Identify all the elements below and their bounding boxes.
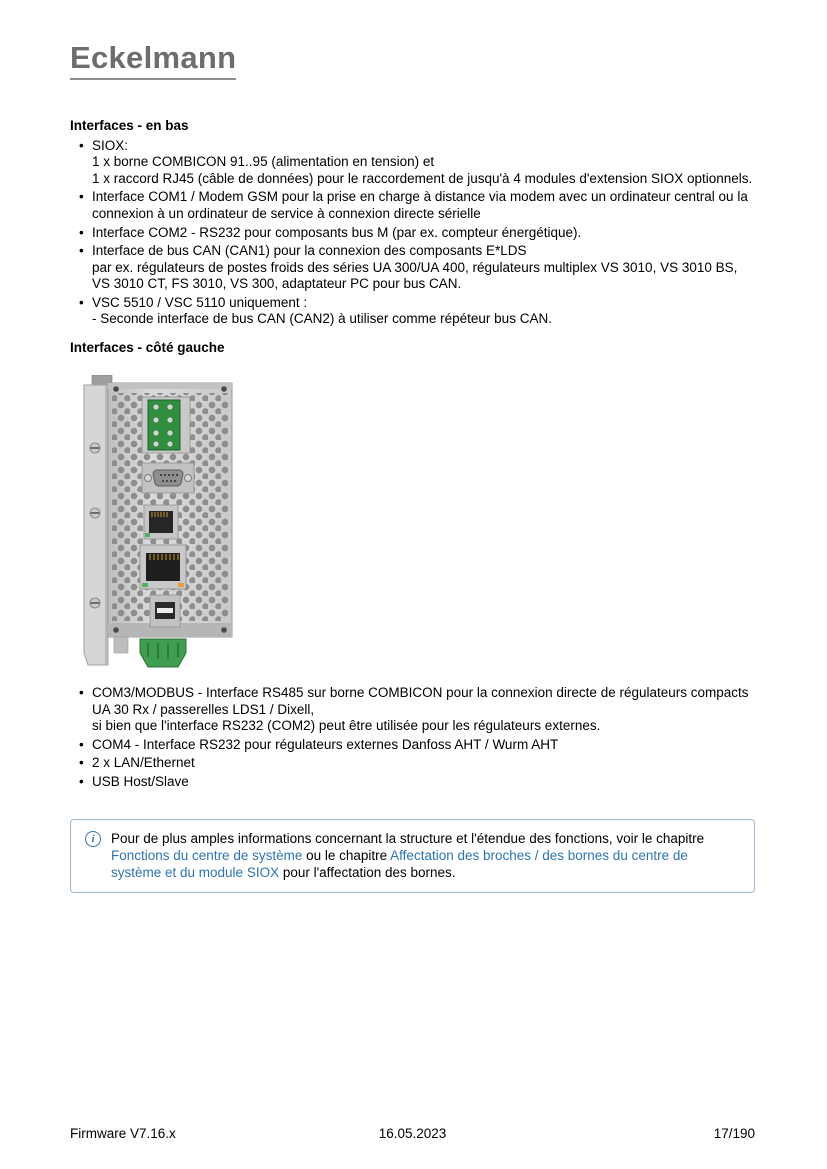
interfaces-left-list: COM3/MODBUS - Interface RS485 sur borne … — [70, 685, 755, 791]
list-item: Interface COM2 - RS232 pour composants b… — [70, 225, 755, 242]
heading-interfaces-left: Interfaces - côté gauche — [70, 340, 225, 356]
list-item: COM3/MODBUS - Interface RS485 sur borne … — [70, 685, 755, 735]
list-item: 2 x LAN/Ethernet — [70, 755, 755, 772]
eckelmann-logo: Eckelmann — [70, 41, 237, 80]
interfaces-bottom-list: SIOX: 1 x borne COMBICON 91..95 (aliment… — [70, 138, 755, 329]
page-footer: Firmware V7.16.x 16.05.2023 17/190 — [70, 1126, 755, 1141]
list-item: COM4 - Interface RS232 pour régulateurs … — [70, 737, 755, 754]
list-item: VSC 5510 / VSC 5110 uniquement : - Secon… — [70, 295, 755, 328]
info-text-part: Pour de plus amples informations concern… — [111, 830, 705, 846]
footer-firmware-version: Firmware V7.16.x — [70, 1126, 176, 1141]
list-item: USB Host/Slave — [70, 774, 755, 791]
info-box: i Pour de plus amples informations conce… — [70, 818, 755, 893]
info-icon: i — [85, 830, 101, 847]
info-box-text: Pour de plus amples informations concern… — [111, 830, 740, 881]
list-item: Interface COM1 / Modem GSM pour la prise… — [70, 189, 755, 222]
list-item: Interface de bus CAN (CAN1) pour la conn… — [70, 243, 755, 293]
footer-date: 16.05.2023 — [378, 1126, 447, 1141]
info-text-part: pour l'affectation des bornes. — [279, 864, 456, 880]
link-fonctions-centre-systeme[interactable]: Fonctions du centre de système — [111, 847, 303, 863]
link-affectation-broches-bornes[interactable]: Affectation des broches / des bornes du … — [111, 847, 688, 880]
list-item: SIOX: 1 x borne COMBICON 91..95 (aliment… — [70, 138, 755, 188]
footer-page-number: 17/190 — [713, 1126, 755, 1141]
heading-interfaces-bottom: Interfaces - en bas — [70, 117, 189, 133]
info-text-part: ou le chapitre — [302, 847, 391, 863]
device-left-side-image — [78, 374, 233, 673]
